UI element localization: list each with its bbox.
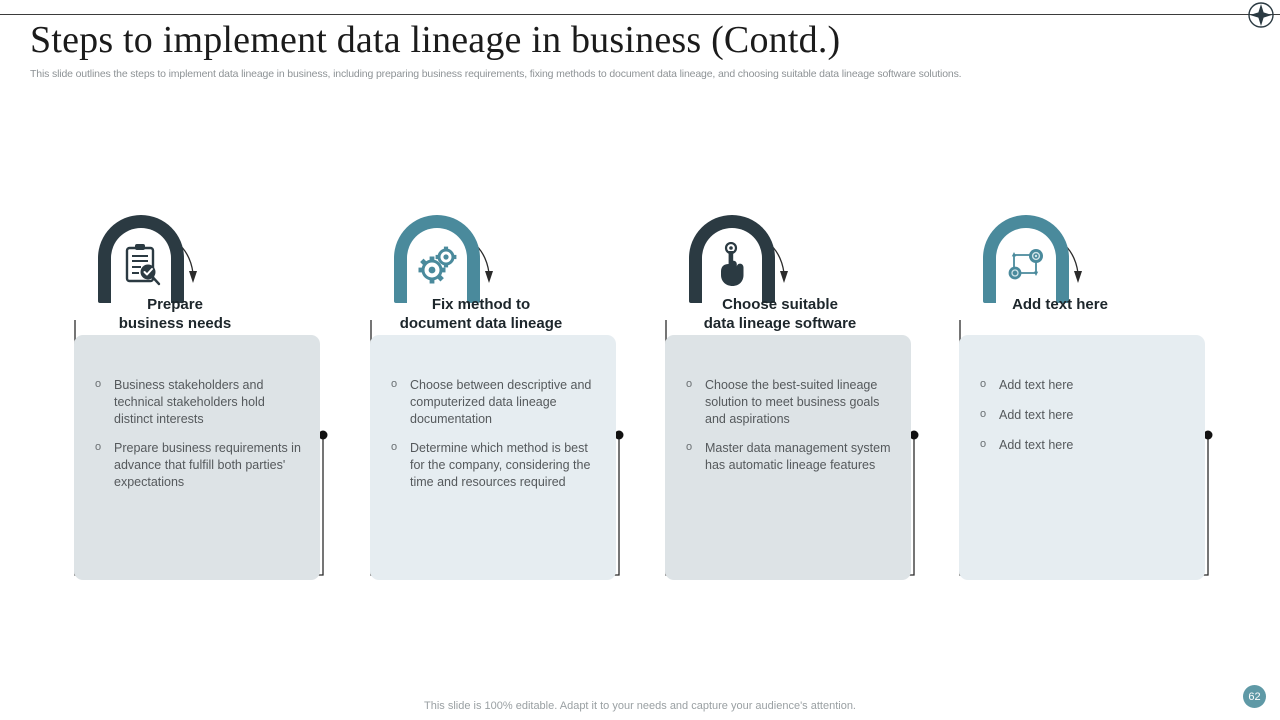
- step-heading-line2: business needs: [118, 315, 232, 332]
- step-heading-line2: document data lineage: [399, 315, 563, 332]
- step-column-1: Prepare business needs Business stakehol…: [65, 195, 335, 595]
- step-heading-line1: Prepare: [147, 296, 203, 313]
- list-item: Prepare business requirements in advance…: [90, 439, 304, 491]
- step-heading-line1: Add text here: [1012, 296, 1108, 313]
- step-heading-line1: Fix method to: [431, 296, 531, 313]
- list-item: Master data management system has automa…: [681, 439, 895, 474]
- header-rule: [0, 14, 1280, 15]
- list-item: Business stakeholders and technical stak…: [90, 376, 304, 428]
- step-card-3: Choose the best-suited lineage solution …: [665, 335, 911, 580]
- page-subtitle: This slide outlines the steps to impleme…: [30, 68, 962, 80]
- list-item: Choose the best-suited lineage solution …: [681, 376, 895, 428]
- step-bullets-3: Choose the best-suited lineage solution …: [681, 376, 895, 474]
- page-number-badge: 62: [1243, 685, 1266, 708]
- step-heading-2: Fix method to document data lineage: [341, 295, 621, 333]
- pointing-hand-icon: [702, 229, 762, 301]
- step-bullets-1: Business stakeholders and technical stak…: [90, 376, 304, 491]
- step-heading-line2: data lineage software: [703, 315, 857, 332]
- step-icon-badge-1: [98, 215, 184, 303]
- clipboard-check-icon: [111, 229, 171, 301]
- gears-icon: [407, 229, 467, 301]
- step-bullets-4: Add text here Add text here Add text her…: [975, 376, 1189, 454]
- step-icon-badge-4: [983, 215, 1069, 303]
- step-icon-badge-3: [689, 215, 775, 303]
- list-item: Choose between descriptive and computeri…: [386, 376, 600, 428]
- step-icon-badge-2: [394, 215, 480, 303]
- step-heading-1: Prepare business needs: [45, 295, 305, 333]
- step-card-1: Business stakeholders and technical stak…: [74, 335, 320, 580]
- step-column-2: Fix method to document data lineage Choo…: [361, 195, 631, 595]
- step-column-3: Choose suitable data lineage software Ch…: [656, 195, 926, 595]
- footer-note: This slide is 100% editable. Adapt it to…: [424, 700, 856, 712]
- page-title: Steps to implement data lineage in busin…: [30, 19, 841, 61]
- step-card-4: Add text here Add text here Add text her…: [959, 335, 1205, 580]
- list-item: Add text here: [975, 376, 1189, 394]
- list-item: Add text here: [975, 436, 1189, 454]
- step-heading-4: Add text here: [930, 295, 1190, 314]
- list-item: Add text here: [975, 406, 1189, 424]
- step-bullets-2: Choose between descriptive and computeri…: [386, 376, 600, 491]
- four-point-star-logo-icon: [1246, 0, 1276, 30]
- step-heading-3: Choose suitable data lineage software: [640, 295, 920, 333]
- list-item: Determine which method is best for the c…: [386, 439, 600, 491]
- step-heading-line1: Choose suitable: [722, 296, 838, 313]
- step-column-4: Add text here Add text here Add text her…: [950, 195, 1220, 595]
- network-flow-icon: [996, 229, 1056, 301]
- step-card-2: Choose between descriptive and computeri…: [370, 335, 616, 580]
